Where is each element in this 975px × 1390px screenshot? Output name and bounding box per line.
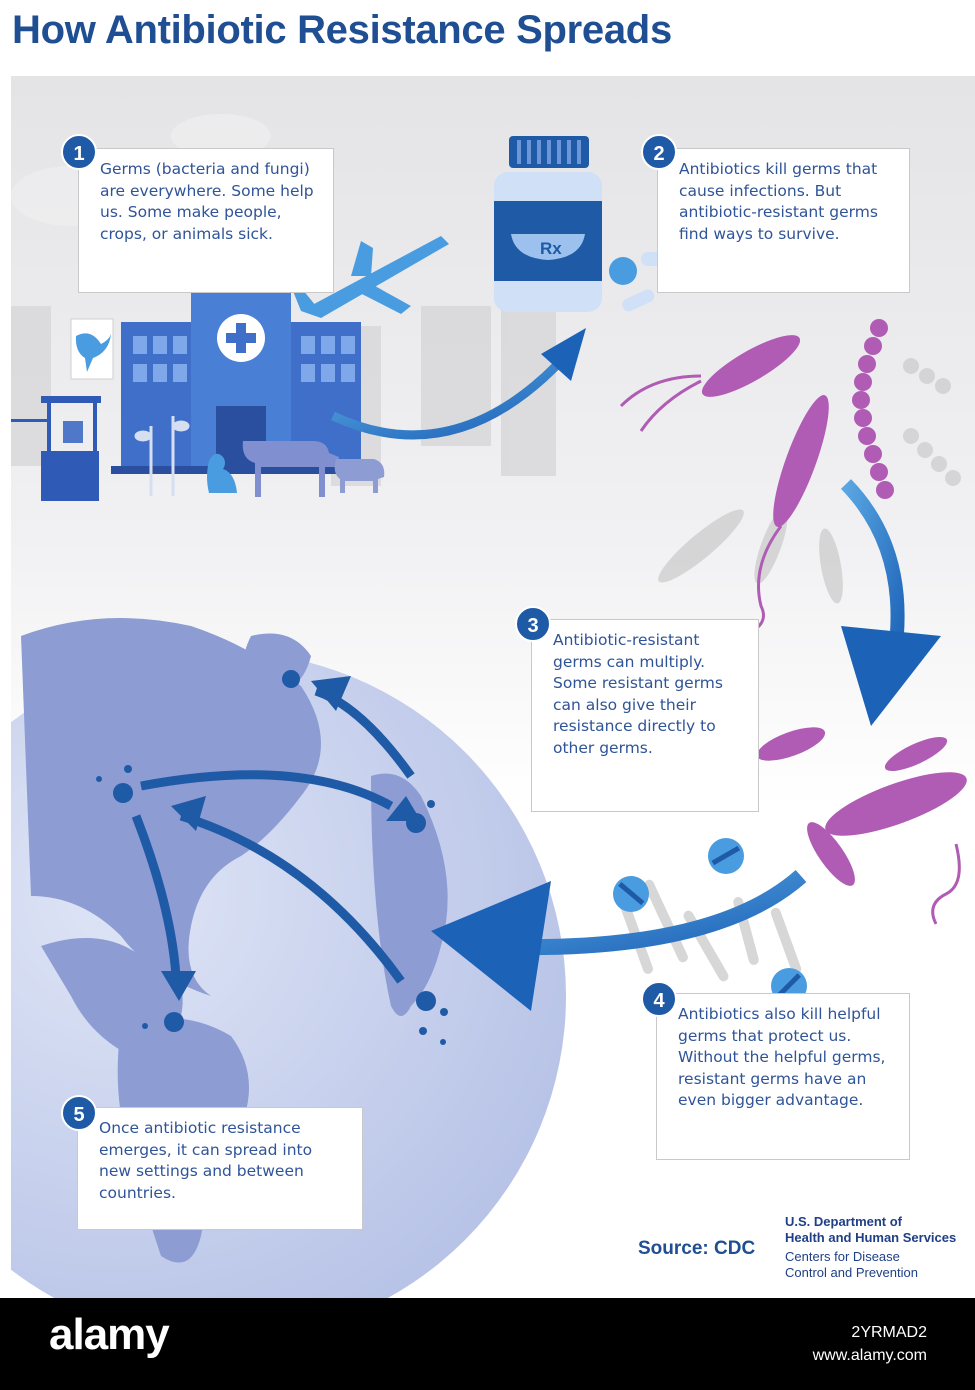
- arrow-step2-to-step3: [840, 479, 941, 726]
- step-2-badge: 2: [641, 134, 677, 170]
- page-title: How Antibiotic Resistance Spreads: [12, 8, 672, 52]
- pill-bottle-icon: Rx: [494, 136, 679, 312]
- arrow-step1-to-step2: [331, 328, 586, 440]
- source-label: Source: CDC: [638, 1238, 756, 1259]
- step-2-box: Antibiotics kill germs that cause infect…: [657, 148, 910, 293]
- farm-animals-icon: [207, 441, 385, 497]
- step-1-text: Germs (bacteria and fungi) are everywher…: [100, 160, 314, 243]
- step-5-text: Once antibiotic resistance emerges, it c…: [99, 1119, 313, 1202]
- watermark-logo: alamy: [49, 1310, 170, 1359]
- agency-line-3: Centers for Disease: [785, 1249, 900, 1264]
- crop-plants-icon: [134, 416, 190, 496]
- rx-label: Rx: [540, 239, 562, 258]
- cdc-agency-text: Centers for Disease Control and Preventi…: [785, 1249, 918, 1281]
- step-5-box: Once antibiotic resistance emerges, it c…: [77, 1107, 363, 1230]
- step-3-box: Antibiotic-resistant germs can multiply.…: [531, 619, 759, 812]
- step-1-badge: 1: [61, 134, 97, 170]
- bacteria-cluster-top: [619, 319, 961, 638]
- watermark-site: www.alamy.com: [812, 1347, 927, 1364]
- image-id: 2YRMAD2: [851, 1324, 927, 1341]
- step-3-badge: 3: [515, 606, 551, 642]
- globe-city-dots: [96, 670, 448, 1045]
- step-1-box: Germs (bacteria and fungi) are everywher…: [78, 148, 334, 293]
- step-2-text: Antibiotics kill germs that cause infect…: [679, 160, 878, 243]
- step-4-text: Antibiotics also kill helpful germs that…: [678, 1005, 886, 1109]
- airplane-icon: [293, 236, 449, 318]
- hhs-logo-text: U.S. Department of Health and Human Serv…: [785, 1214, 956, 1246]
- step-4-box: Antibiotics also kill helpful germs that…: [656, 993, 910, 1160]
- step-5-badge: 5: [61, 1095, 97, 1131]
- agency-line-1: U.S. Department of: [785, 1214, 903, 1229]
- agency-line-2: Health and Human Services: [785, 1230, 957, 1245]
- water-well-icon: [11, 396, 101, 501]
- step-4-badge: 4: [641, 981, 677, 1017]
- arrow-step4-to-step5: [431, 869, 807, 1011]
- watermark-footer: [0, 1298, 975, 1390]
- agency-line-4: Control and Prevention: [785, 1265, 918, 1280]
- bird-sign-icon: [70, 318, 114, 380]
- step-3-text: Antibiotic-resistant germs can multiply.…: [553, 631, 723, 757]
